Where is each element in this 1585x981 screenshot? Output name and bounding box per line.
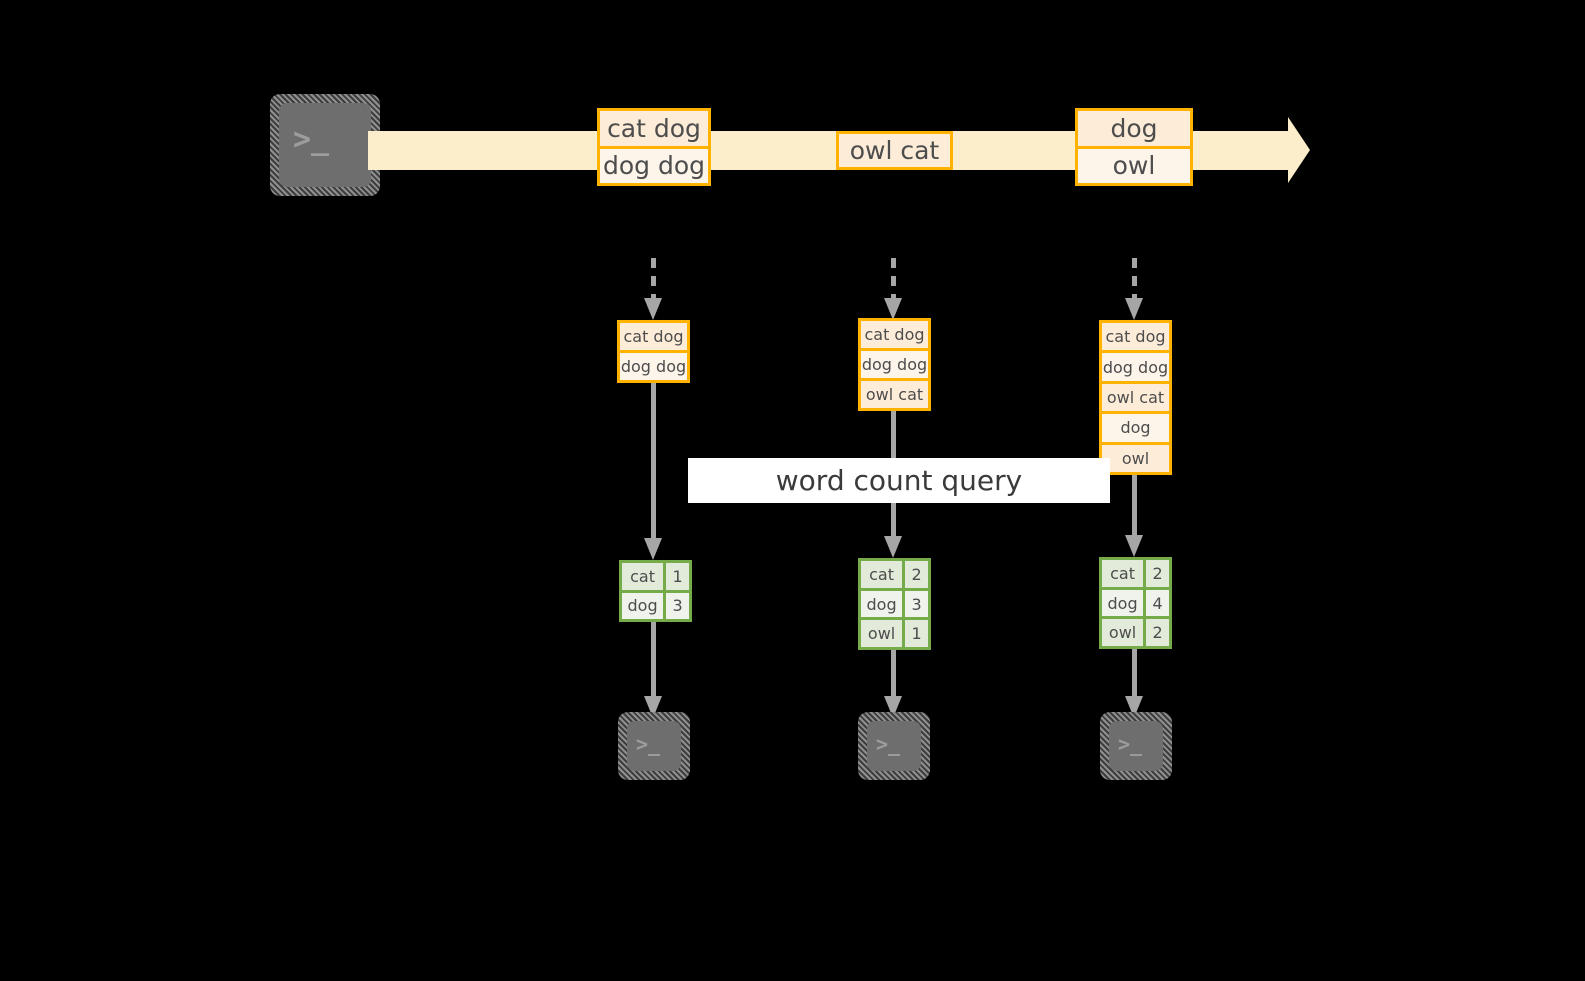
stream-event-2-line-1: owl cat — [839, 134, 950, 167]
result-word: cat — [861, 561, 906, 588]
result-word: cat — [1102, 560, 1147, 587]
snapshot-1-input-stack[interactable]: cat dog dog dog — [617, 320, 690, 383]
stream-event-1-line-2: dog dog — [600, 145, 708, 183]
snapshot-2-result-table[interactable]: cat 2 dog 3 owl 1 — [858, 558, 931, 650]
result-word: owl — [1102, 619, 1147, 647]
snapshot-2-input-row: dog dog — [861, 348, 928, 378]
result-word: owl — [861, 620, 906, 648]
snapshot-3-output-arrow — [1125, 649, 1143, 718]
result-count: 1 — [911, 624, 922, 644]
stream-band-segment-3 — [950, 131, 1078, 170]
snapshot-2-consumer-prompt-glyph: >_ — [876, 732, 901, 756]
table-row: owl 1 — [861, 617, 928, 648]
snapshot-1-consumer-prompt-glyph: >_ — [636, 732, 661, 756]
snapshot-2-output-arrow — [884, 650, 902, 718]
stream-event-1[interactable]: cat dog dog dog — [597, 108, 711, 186]
stream-event-3-line-2: owl — [1078, 145, 1190, 183]
snapshot-3-consumer-terminal-icon: >_ — [1100, 712, 1172, 780]
snapshot-2-consumer-terminal-icon: >_ — [858, 712, 930, 780]
snapshot-3-input-stack[interactable]: cat dog dog dog owl cat dog owl — [1099, 320, 1172, 475]
snapshot-2-feed-arrow — [884, 258, 902, 320]
stream-event-3-line-1: dog — [1078, 111, 1190, 146]
snapshot-3-result-table[interactable]: cat 2 dog 4 owl 2 — [1099, 557, 1172, 649]
result-count: 3 — [911, 594, 922, 614]
stream-event-2[interactable]: owl cat — [836, 131, 953, 170]
stream-band-segment-4 — [1192, 131, 1292, 170]
producer-prompt-glyph: >_ — [293, 122, 330, 157]
query-label-band: word count query — [688, 458, 1110, 503]
result-count: 2 — [911, 564, 922, 584]
result-word: cat — [622, 563, 667, 590]
table-row: owl 2 — [1102, 616, 1169, 647]
result-count: 2 — [1152, 623, 1163, 643]
snapshot-1-input-row: cat dog — [620, 323, 687, 350]
snapshot-2-input-row: owl cat — [861, 378, 928, 408]
table-row: cat 2 — [861, 561, 928, 588]
snapshot-3-input-row: cat dog — [1102, 323, 1169, 351]
table-row: cat 1 — [622, 563, 689, 590]
result-count: 2 — [1152, 563, 1163, 583]
snapshot-1-feed-arrow — [644, 258, 662, 320]
snapshot-3-consumer-prompt-glyph: >_ — [1118, 732, 1143, 756]
result-count: 3 — [672, 596, 683, 616]
snapshot-1-query-arrow — [644, 383, 662, 560]
stream-arrowhead — [1288, 117, 1310, 183]
snapshot-2-input-stack[interactable]: cat dog dog dog owl cat — [858, 318, 931, 411]
snapshot-3-feed-arrow — [1125, 258, 1143, 320]
table-row: dog 3 — [861, 587, 928, 618]
table-row: dog 4 — [1102, 586, 1169, 617]
table-row: dog 3 — [622, 589, 689, 619]
snapshot-1-result-table[interactable]: cat 1 dog 3 — [619, 560, 692, 622]
query-label-text: word count query — [775, 464, 1023, 497]
snapshot-2-input-row: cat dog — [861, 321, 928, 348]
snapshot-3-consumer-screen: >_ — [1109, 721, 1163, 771]
result-count: 1 — [672, 566, 683, 586]
snapshot-1-output-arrow — [644, 622, 662, 718]
stream-band-segment-2 — [708, 131, 840, 170]
snapshot-1-input-row: dog dog — [620, 350, 687, 380]
snapshot-3-input-row: dog — [1102, 411, 1169, 442]
stream-event-1-line-1: cat dog — [600, 111, 708, 146]
snapshot-3-input-row: owl — [1102, 441, 1169, 473]
stream-band-segment-1 — [368, 131, 600, 170]
snapshot-3-query-arrow — [1125, 475, 1143, 557]
snapshot-3-input-row: dog dog — [1102, 350, 1169, 381]
stream-event-3[interactable]: dog owl — [1075, 108, 1193, 186]
snapshot-1-consumer-terminal-icon: >_ — [618, 712, 690, 780]
producer-terminal-icon: >_ — [270, 94, 380, 196]
result-word: dog — [861, 590, 906, 618]
producer-terminal-screen: >_ — [279, 103, 371, 187]
result-word: dog — [1102, 589, 1147, 617]
snapshot-2-consumer-screen: >_ — [867, 721, 921, 771]
result-count: 4 — [1152, 593, 1163, 613]
snapshot-1-consumer-screen: >_ — [627, 721, 681, 771]
result-word: dog — [622, 592, 667, 619]
snapshot-3-input-row: owl cat — [1102, 380, 1169, 412]
table-row: cat 2 — [1102, 560, 1169, 587]
